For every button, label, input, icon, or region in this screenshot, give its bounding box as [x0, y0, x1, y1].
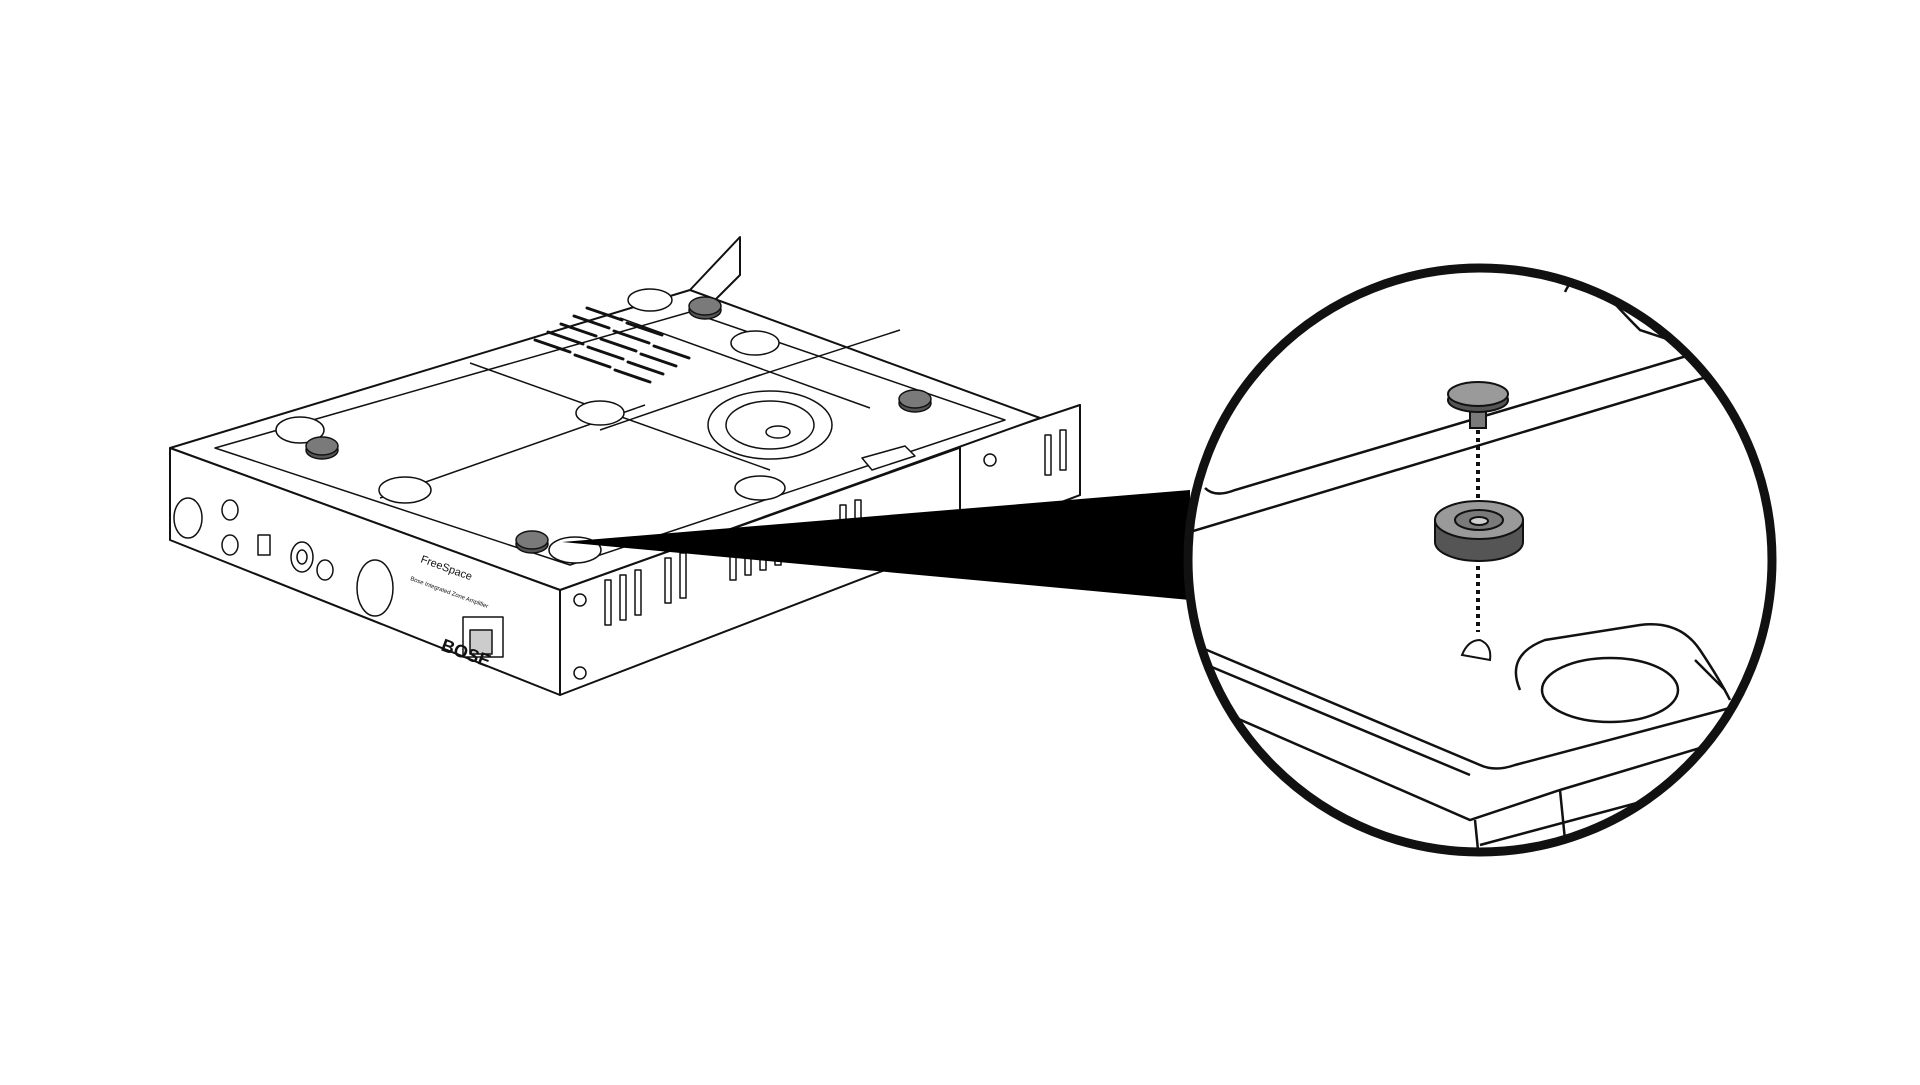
pin: [1447, 381, 1509, 429]
lower-recess: [1540, 656, 1680, 724]
plate-inner-border: [214, 311, 1006, 566]
plate-border-lower: [1194, 643, 1761, 770]
plate-tab: [861, 445, 916, 471]
plate-edge-upper: [1188, 353, 1772, 537]
rubber-foot-highlighted: [515, 530, 549, 554]
vent-slots: [533, 306, 691, 384]
plate-recesses: [275, 288, 786, 564]
rubber-foot-detail: [1434, 500, 1524, 562]
front-controls: [173, 497, 504, 658]
rubber-foot: [688, 296, 722, 320]
round-recess: [707, 390, 833, 460]
rubber-feet: [305, 296, 932, 554]
cable-port: [356, 559, 394, 617]
callout-pointer: [562, 490, 1190, 600]
mounting-hole: [1460, 638, 1492, 662]
detail-magnifier: [1183, 263, 1777, 857]
amplifier-unit: FreeSpace Bose Integrated Zone Amplifier…: [169, 236, 1081, 696]
rubber-foot: [305, 436, 339, 460]
magnifier-ring: [1183, 263, 1777, 857]
volume-knob: [173, 497, 203, 539]
rubber-foot: [898, 389, 932, 413]
lower-recess-outline: [1514, 623, 1732, 701]
plate-border-upper: [1204, 353, 1691, 495]
